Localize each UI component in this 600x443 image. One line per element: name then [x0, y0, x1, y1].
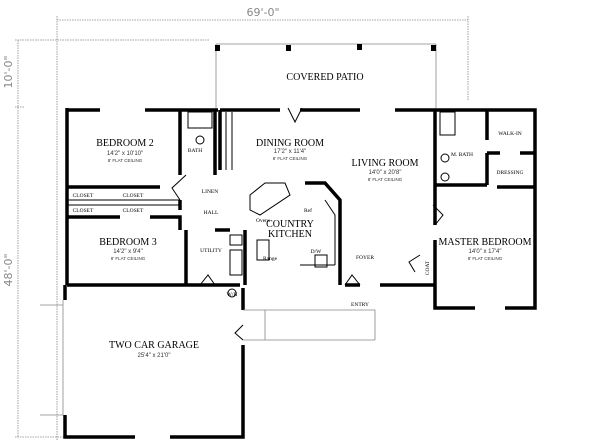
hall-label: HALL [204, 210, 219, 216]
range-icon [256, 239, 270, 261]
living-room-size: 14'0" x 20'8" [369, 170, 402, 176]
ovens-label: Ovens [256, 218, 270, 224]
living-room-label: LIVING ROOM [352, 158, 419, 169]
closet-label: CLOSET [73, 193, 94, 199]
patio-post [357, 44, 362, 50]
kitchen-label: COUNTRY [266, 219, 314, 230]
dining-room-ceiling: 8' FLAT CEILING [273, 156, 308, 161]
dimension-lines [15, 16, 469, 440]
range-label: Range [263, 256, 278, 262]
sink-icon [440, 172, 450, 182]
bedroom3-size: 14'2" x 9'4" [113, 249, 143, 255]
kitchen-label: KITCHEN [268, 229, 312, 240]
utility-label: UTILITY [200, 248, 222, 254]
walk-in-label: WALK-IN [498, 131, 522, 137]
garage-size: 25'4" x 21'0" [138, 353, 171, 359]
interior-walls [67, 110, 535, 298]
patio-post [286, 45, 291, 51]
patio-depth-dimension: 10'-0" [2, 55, 15, 88]
bedroom2-label: BEDROOM 2 [96, 138, 154, 149]
bedroom3-ceiling: 8' FLAT CEILING [111, 256, 146, 261]
closet-label: CLOSET [123, 193, 144, 199]
bedroom2-ceiling: 8' FLAT CEILING [108, 158, 143, 163]
water-heater-label: W/H [227, 292, 238, 298]
bedroom2-size: 14'2" x 10'10" [107, 151, 143, 157]
toilet-icon [195, 135, 205, 145]
foyer-label: FOYER [356, 255, 374, 261]
covered-patio [215, 43, 437, 108]
sink-icon [440, 153, 450, 163]
doors [171, 107, 444, 341]
closet-label: CLOSET [73, 208, 94, 214]
kitchen-sink-icon [314, 254, 328, 268]
dining-room-size: 17'2" x 11'4" [274, 149, 306, 155]
dryer-icon [229, 249, 243, 276]
master-bedroom-ceiling: 8' FLAT CEILING [468, 256, 503, 261]
width-dimension: 69'-0" [246, 6, 279, 19]
patio-post [215, 45, 220, 51]
water-heater-icon [227, 288, 237, 298]
covered-patio-label: COVERED PATIO [286, 72, 363, 83]
washer-icon [229, 234, 243, 246]
linen-label: LINEN [202, 189, 219, 195]
depth-dimension: 48'-0" [2, 253, 15, 286]
master-bedroom-label: MASTER BEDROOM [438, 237, 531, 248]
garage-label: TWO CAR GARAGE [109, 340, 199, 351]
bedroom3-label: BEDROOM 3 [99, 237, 157, 248]
closet-label: CLOSET [123, 208, 144, 214]
ref-label: Ref [304, 207, 312, 214]
master-bath-label: M. BATH [451, 152, 473, 158]
bath-label: BATH [188, 148, 202, 154]
dining-room-label: DINING ROOM [256, 138, 324, 149]
living-room-ceiling: 8' FLAT CEILING [368, 177, 403, 182]
dw-label: D/W [311, 249, 323, 255]
coat-label: COAT [425, 260, 431, 275]
entry-label: ENTRY [351, 302, 369, 308]
patio-post [431, 45, 436, 51]
dressing-label: DRESSING [497, 170, 524, 176]
master-bedroom-size: 14'0" x 17'4" [469, 249, 502, 255]
